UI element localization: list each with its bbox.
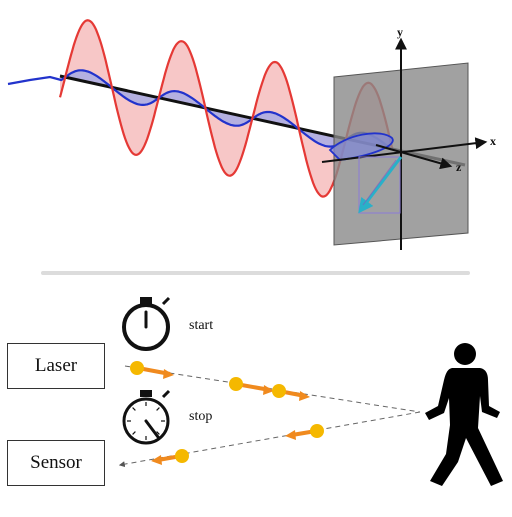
z-axis [375, 144, 453, 170]
stop-label: stop [189, 409, 213, 424]
sensor-box: Sensor [7, 440, 105, 486]
z-axis-label: z [456, 160, 462, 174]
y-axis-label: y [397, 25, 403, 39]
vector-projection-box [358, 156, 401, 214]
return-pulse-2 [151, 449, 189, 465]
outgoing-pulse-2 [229, 377, 274, 395]
electric-field-fill [60, 20, 392, 197]
stopwatch-stop-icon [122, 389, 171, 445]
em-wave-diagram: y x z [7, 19, 496, 250]
sensor-label: Sensor [30, 452, 82, 473]
field-vector [358, 156, 403, 214]
stopwatch-start-icon [122, 296, 171, 351]
outgoing-pulse-3 [272, 384, 310, 401]
laser-label: Laser [34, 355, 78, 376]
walking-person-icon [425, 343, 503, 486]
start-label: start [189, 318, 214, 333]
outgoing-path [124, 365, 421, 413]
field-vector-shadow [362, 159, 397, 206]
time-of-flight-diagram [118, 296, 503, 486]
x-axis-label: x [490, 134, 496, 148]
laser-box: Laser [7, 343, 105, 389]
outgoing-pulse-1 [130, 361, 174, 379]
return-pulse-1 [285, 424, 324, 440]
